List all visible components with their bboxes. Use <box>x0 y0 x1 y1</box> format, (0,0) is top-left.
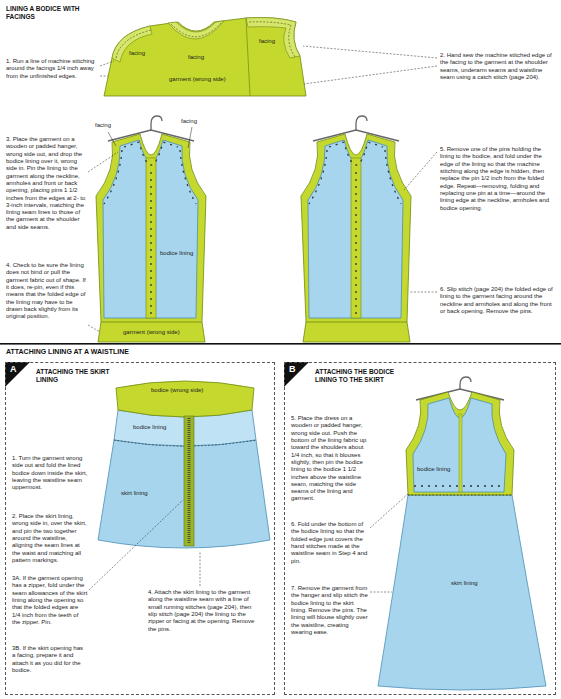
step-text: 3B. If the skirt opening has a facing, p… <box>12 645 88 674</box>
leader-line <box>100 76 108 77</box>
step-text: 3A. If the garment opening has a zipper,… <box>12 575 88 626</box>
step-text: 5. Place the dress on a wooden or padded… <box>291 415 369 503</box>
part-label: garment (wrong side) <box>168 76 227 83</box>
part-label: skirt lining <box>120 490 149 497</box>
part-label: bodice (wrong side) <box>150 387 204 394</box>
part-label: bodice lining <box>416 466 451 473</box>
leader-line <box>370 592 392 593</box>
section-heading: ATTACHING LINING AT A WAISTLINE <box>6 348 129 357</box>
leader-line <box>370 494 408 528</box>
panel-heading: ATTACHING THE BODICE LINING TO THE SKIRT <box>315 368 407 384</box>
neck-facing <box>168 21 224 39</box>
machine-stitching <box>171 23 221 37</box>
step-text: 2. Hand sew the machine stitched edge of… <box>440 52 556 81</box>
instruction-panel: A ATTACHING THE SKIRT LINING 1. Turn the g… <box>5 362 275 695</box>
slip-stitches <box>408 495 512 496</box>
step-text: 6. Fold under the bottom of the bodice l… <box>291 521 369 565</box>
step-text: 7. Remove the garment from the hanger an… <box>291 585 369 636</box>
step-text: 1. Turn the garment wrong side out and f… <box>12 455 88 492</box>
leader-line <box>88 152 118 172</box>
zipper <box>184 416 194 546</box>
bodice-figure <box>96 116 206 342</box>
page-title: LINING A BODICE WITH FACINGS <box>6 5 98 21</box>
leader-line <box>100 61 114 66</box>
step-text: 4. Check to be sure the lining does not … <box>6 262 86 321</box>
leader-line <box>304 66 437 84</box>
machine-stitching <box>116 30 151 58</box>
leader-line <box>88 325 100 332</box>
part-label: garment (wrong side) <box>122 329 181 336</box>
zipper-teeth <box>188 418 191 544</box>
part-label: bodice lining <box>159 250 194 257</box>
hanger-hook <box>460 377 471 390</box>
bodice-figure <box>301 116 411 342</box>
opening-facing <box>459 414 462 492</box>
leader-line <box>200 551 201 586</box>
side-seam <box>246 18 250 96</box>
part-label: facing <box>258 38 276 45</box>
panel-letter: A <box>10 365 24 374</box>
bodice-lining <box>413 398 506 492</box>
part-label: facing <box>187 54 205 61</box>
step-text: 3. Place the garment on a wooden or padd… <box>6 136 86 231</box>
leader-line <box>188 127 192 148</box>
machine-stitching <box>249 22 295 57</box>
bodice-waistline <box>116 381 254 417</box>
step-text: 6. Slip stitch (page 204) the folded edg… <box>440 286 556 315</box>
leader-line <box>108 132 116 146</box>
garment-piece <box>104 18 306 97</box>
armhole-facing <box>246 18 300 59</box>
instruction-panel: B ATTACHING THE BODICE LINING TO THE SKIR… <box>284 362 556 695</box>
step-text: 4. Attach the skirt lining to the garmen… <box>148 589 260 633</box>
skirt-lining <box>378 495 546 690</box>
step-text: 5. Remove one of the pins holding the li… <box>440 146 556 212</box>
step-text: 2. Place the skirt lining, wrong side in… <box>12 513 88 564</box>
part-label: facing <box>180 118 198 125</box>
part-label: skirt lining <box>450 580 479 587</box>
garment-bodice <box>406 392 514 495</box>
leader-line <box>410 292 437 293</box>
pins <box>414 485 504 486</box>
section-rule <box>0 343 561 345</box>
armhole-facing <box>112 26 152 62</box>
step-text: 1. Run a line of machine stitching aroun… <box>6 58 98 80</box>
leader-line <box>303 46 437 58</box>
part-label: facing <box>94 122 112 129</box>
leader-line <box>404 152 437 190</box>
corner-triangle <box>5 362 30 387</box>
corner-triangle <box>284 362 309 387</box>
panel-letter: B <box>289 365 303 374</box>
part-label: bodice lining <box>132 424 167 431</box>
leader-line <box>89 500 183 590</box>
part-label: facing <box>128 50 146 57</box>
panel-heading: ATTACHING THE SKIRT LINING <box>36 368 124 384</box>
